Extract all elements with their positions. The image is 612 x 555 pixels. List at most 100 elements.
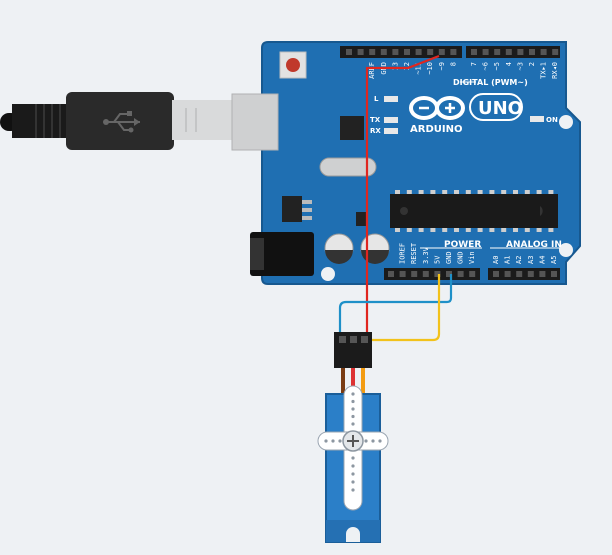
mounting-hole — [559, 243, 573, 257]
horn-hole — [351, 422, 355, 426]
chip-pin — [430, 228, 436, 232]
usb-cable-grip-lines — [35, 104, 61, 138]
digital-pin-label: ~5 — [493, 62, 501, 70]
digital-pin-label: ~9 — [438, 62, 446, 70]
header-pin-hole[interactable] — [346, 49, 352, 55]
atmega328-chip — [390, 194, 558, 228]
chip-pin — [418, 228, 424, 232]
usb-b-port — [231, 93, 279, 151]
horn-hole — [378, 439, 382, 443]
smd-component — [356, 212, 366, 226]
digital-pin-label: AREF — [368, 62, 376, 79]
header-pin-hole[interactable] — [380, 49, 387, 55]
connector-pin — [350, 336, 357, 343]
header-pin-hole[interactable] — [517, 49, 524, 55]
chip-pin — [418, 190, 424, 194]
digital-pin-label: TX▸1 — [540, 62, 548, 79]
power-barrel-jack[interactable] — [250, 232, 314, 276]
header-pin-hole[interactable] — [404, 49, 410, 55]
digital-pin-label: 4 — [505, 62, 513, 66]
header-pin-hole[interactable] — [415, 49, 422, 55]
header-pin-hole[interactable] — [482, 49, 489, 55]
chip-pin — [465, 228, 471, 232]
chip-pins — [395, 190, 554, 194]
header-pin-hole[interactable] — [527, 271, 534, 277]
reset-button[interactable] — [279, 51, 307, 79]
header-pin-hole[interactable] — [369, 49, 376, 55]
header-pin-hole[interactable] — [434, 271, 441, 277]
header-pin-hole[interactable] — [493, 271, 499, 277]
digital-header-label: DIGITAL (PWM~) — [453, 78, 528, 87]
wire-ground[interactable] — [338, 274, 453, 340]
header-pin-hole[interactable] — [505, 49, 512, 55]
header-pin-hole[interactable] — [446, 271, 452, 277]
header-pin-hole[interactable] — [392, 49, 399, 55]
power-pin-label: Vin — [468, 251, 476, 264]
servo-horn[interactable] — [317, 385, 389, 511]
horn-hole — [351, 480, 355, 484]
analog-label: ANALOG IN — [506, 240, 562, 250]
analog-pin-label: A0 — [492, 256, 500, 264]
chip-pin — [465, 190, 471, 194]
header-pin-hole[interactable] — [399, 271, 406, 277]
led-label-rx: RX — [370, 127, 381, 135]
chip-pin — [524, 190, 530, 194]
header-pin-hole[interactable] — [357, 49, 364, 55]
usb-cable[interactable] — [0, 92, 234, 150]
power-pin-label: 5V — [433, 255, 441, 264]
header-pin-hole[interactable] — [471, 49, 477, 55]
servo-motor[interactable] — [317, 332, 389, 543]
digital-pin-label: 2 — [528, 62, 536, 66]
header-pin-hole[interactable] — [539, 271, 546, 277]
power-pin-label: IOREF — [399, 243, 407, 264]
chip-pin — [513, 190, 518, 194]
led-label-tx: TX — [370, 116, 381, 124]
led-rx — [384, 128, 398, 134]
analog-pin-label: A3 — [527, 256, 535, 264]
mounting-hole — [559, 115, 573, 129]
wire-5v[interactable] — [370, 274, 441, 342]
digital-pin-label: 8 — [449, 62, 457, 66]
header-pin-hole[interactable] — [450, 49, 457, 55]
header-pin-hole[interactable] — [494, 49, 501, 55]
header-pin-hole[interactable] — [516, 271, 523, 277]
analog-header-pins — [493, 271, 557, 277]
power-pin-label: RESET — [410, 242, 418, 264]
power-header-pins — [388, 271, 476, 277]
connector-pin — [339, 336, 346, 343]
horn-hole — [351, 392, 355, 396]
header-pin-hole[interactable] — [427, 49, 434, 55]
digital-pin-label: ~11 — [415, 62, 423, 75]
capacitor — [324, 233, 354, 264]
horn-hole — [364, 439, 368, 443]
header-pin-hole[interactable] — [552, 49, 559, 55]
horn-hole — [351, 464, 355, 468]
chip-pin — [501, 228, 507, 232]
header-pin-hole[interactable] — [504, 271, 511, 277]
capacitor — [360, 233, 390, 264]
chip-pin — [501, 190, 507, 194]
servo-mount-notch — [346, 527, 360, 542]
header-pin-hole[interactable] — [551, 271, 557, 277]
header-pin-hole[interactable] — [469, 271, 476, 277]
chip-pin — [395, 228, 400, 232]
regulator-lead — [302, 208, 312, 212]
chip-pin — [442, 228, 448, 232]
header-pin-hole[interactable] — [388, 271, 394, 277]
wires[interactable] — [338, 54, 453, 342]
horn-hole — [324, 439, 328, 443]
header-pin-hole[interactable] — [411, 271, 418, 277]
chip-pin — [536, 228, 542, 232]
power-header — [384, 268, 480, 280]
wire-signal-pin9[interactable] — [365, 54, 440, 340]
chip-pin — [477, 190, 483, 194]
model-label: UNO — [478, 98, 523, 119]
chip-pin — [524, 228, 530, 232]
header-pin-hole[interactable] — [540, 49, 547, 55]
header-pin-hole[interactable] — [529, 49, 535, 55]
header-pin-hole[interactable] — [438, 49, 445, 55]
header-pin-hole[interactable] — [457, 271, 464, 277]
header-pin-hole[interactable] — [422, 271, 429, 277]
